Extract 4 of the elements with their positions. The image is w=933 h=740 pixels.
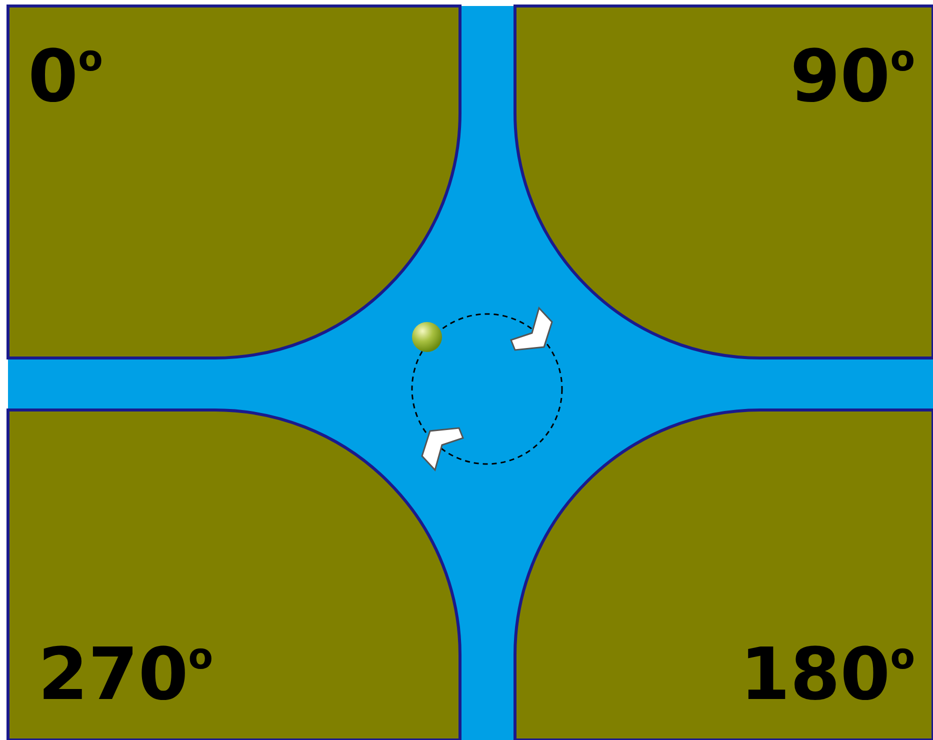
angle-label: 90$^{o}$ [790, 40, 915, 112]
angle-label: 180$^{o}$ [740, 638, 915, 710]
angle-label: 0$^{o}$ [28, 40, 103, 112]
angle-label: 270$^{o}$ [38, 638, 214, 710]
